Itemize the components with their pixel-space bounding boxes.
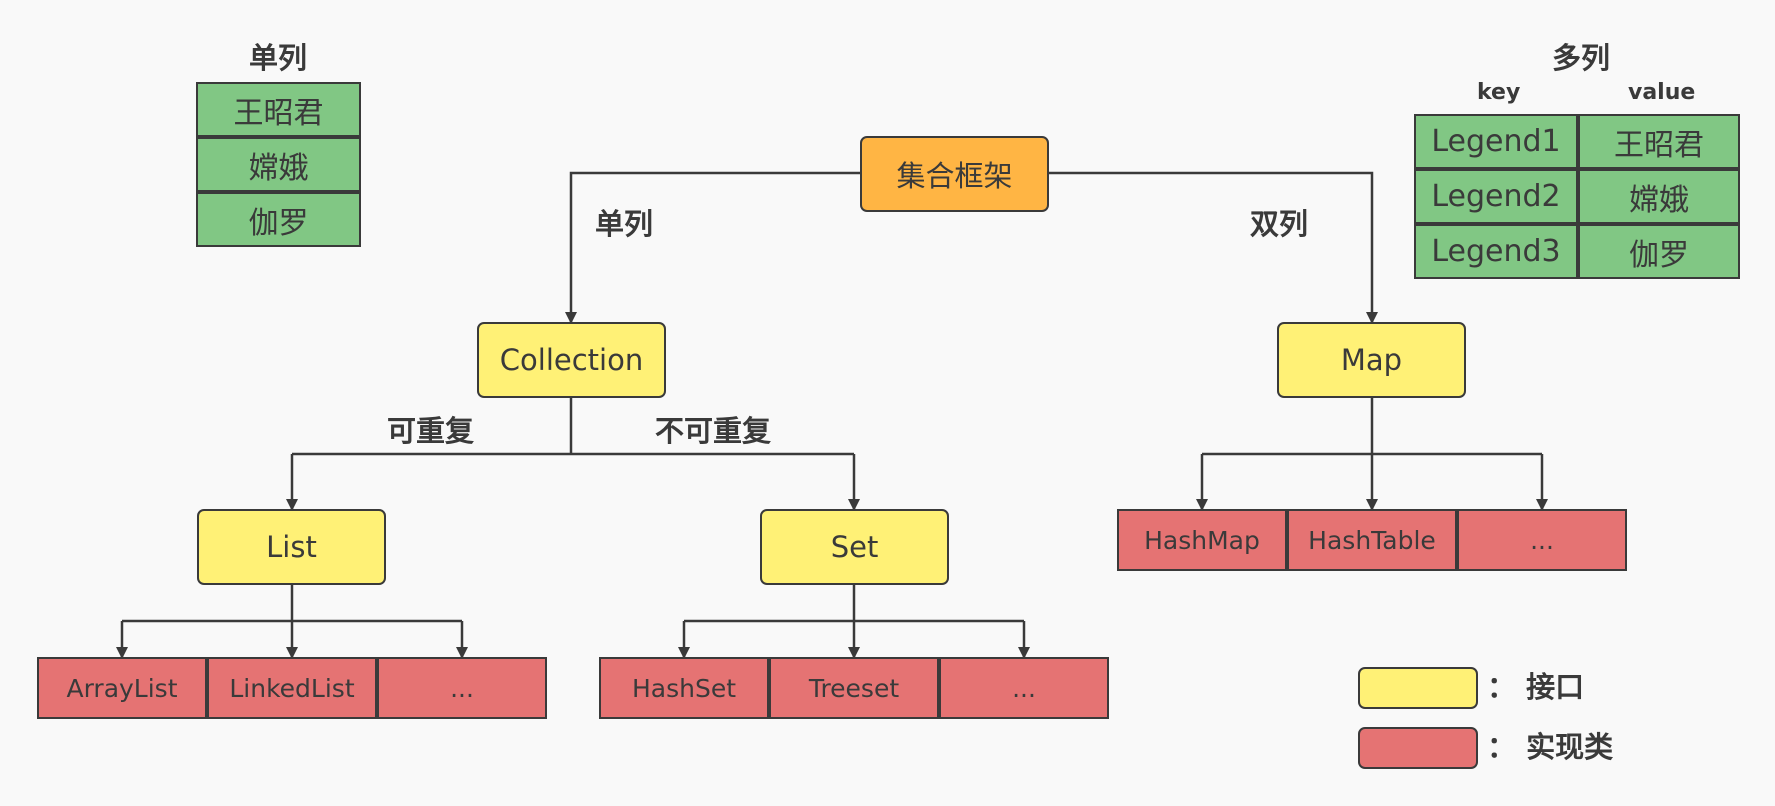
node-root: 集合框架 [860, 136, 1049, 212]
legend-impl-label: ： 实现类 [1487, 730, 1614, 764]
single-example-row: 王昭君 [196, 82, 361, 137]
legend-interface-swatch [1358, 667, 1478, 709]
multi-example-key: Legend1 [1414, 114, 1578, 169]
impl-hashtable: HashTable [1287, 509, 1457, 571]
impl-list-more: ... [377, 657, 547, 719]
impl-treeset: Treeset [769, 657, 939, 719]
impl-hashmap: HashMap [1117, 509, 1287, 571]
multi-example-key: Legend2 [1414, 169, 1578, 224]
impl-hashset: HashSet [599, 657, 769, 719]
multi-example-value: 王昭君 [1578, 114, 1740, 169]
multi-example-key-header: key [1477, 80, 1521, 105]
impl-map-more: ... [1457, 509, 1627, 571]
multi-example-value: 伽罗 [1578, 224, 1740, 279]
node-collection: Collection [477, 322, 666, 398]
multi-example-title: 多列 [1552, 41, 1611, 75]
node-set: Set [760, 509, 949, 585]
multi-example-value-header: value [1628, 80, 1696, 105]
single-example-row: 嫦娥 [196, 137, 361, 192]
single-example-title: 单列 [249, 41, 308, 75]
label-repeatable: 可重复 [387, 414, 475, 448]
label-non-repeatable: 不可重复 [655, 414, 772, 448]
multi-example-value: 嫦娥 [1578, 169, 1740, 224]
label-single-branch: 单列 [595, 207, 654, 241]
impl-set-more: ... [939, 657, 1109, 719]
edge-root-collection [565, 171, 860, 324]
legend-interface-label: ： 接口 [1487, 670, 1585, 704]
impl-arraylist: ArrayList [37, 657, 207, 719]
single-example-row: 伽罗 [196, 192, 361, 247]
edge-root-map [1048, 171, 1378, 324]
label-double-branch: 双列 [1250, 207, 1309, 241]
legend-impl-swatch [1358, 727, 1478, 769]
node-list: List [197, 509, 386, 585]
node-map: Map [1277, 322, 1466, 398]
impl-linkedlist: LinkedList [207, 657, 377, 719]
multi-example-key: Legend3 [1414, 224, 1578, 279]
